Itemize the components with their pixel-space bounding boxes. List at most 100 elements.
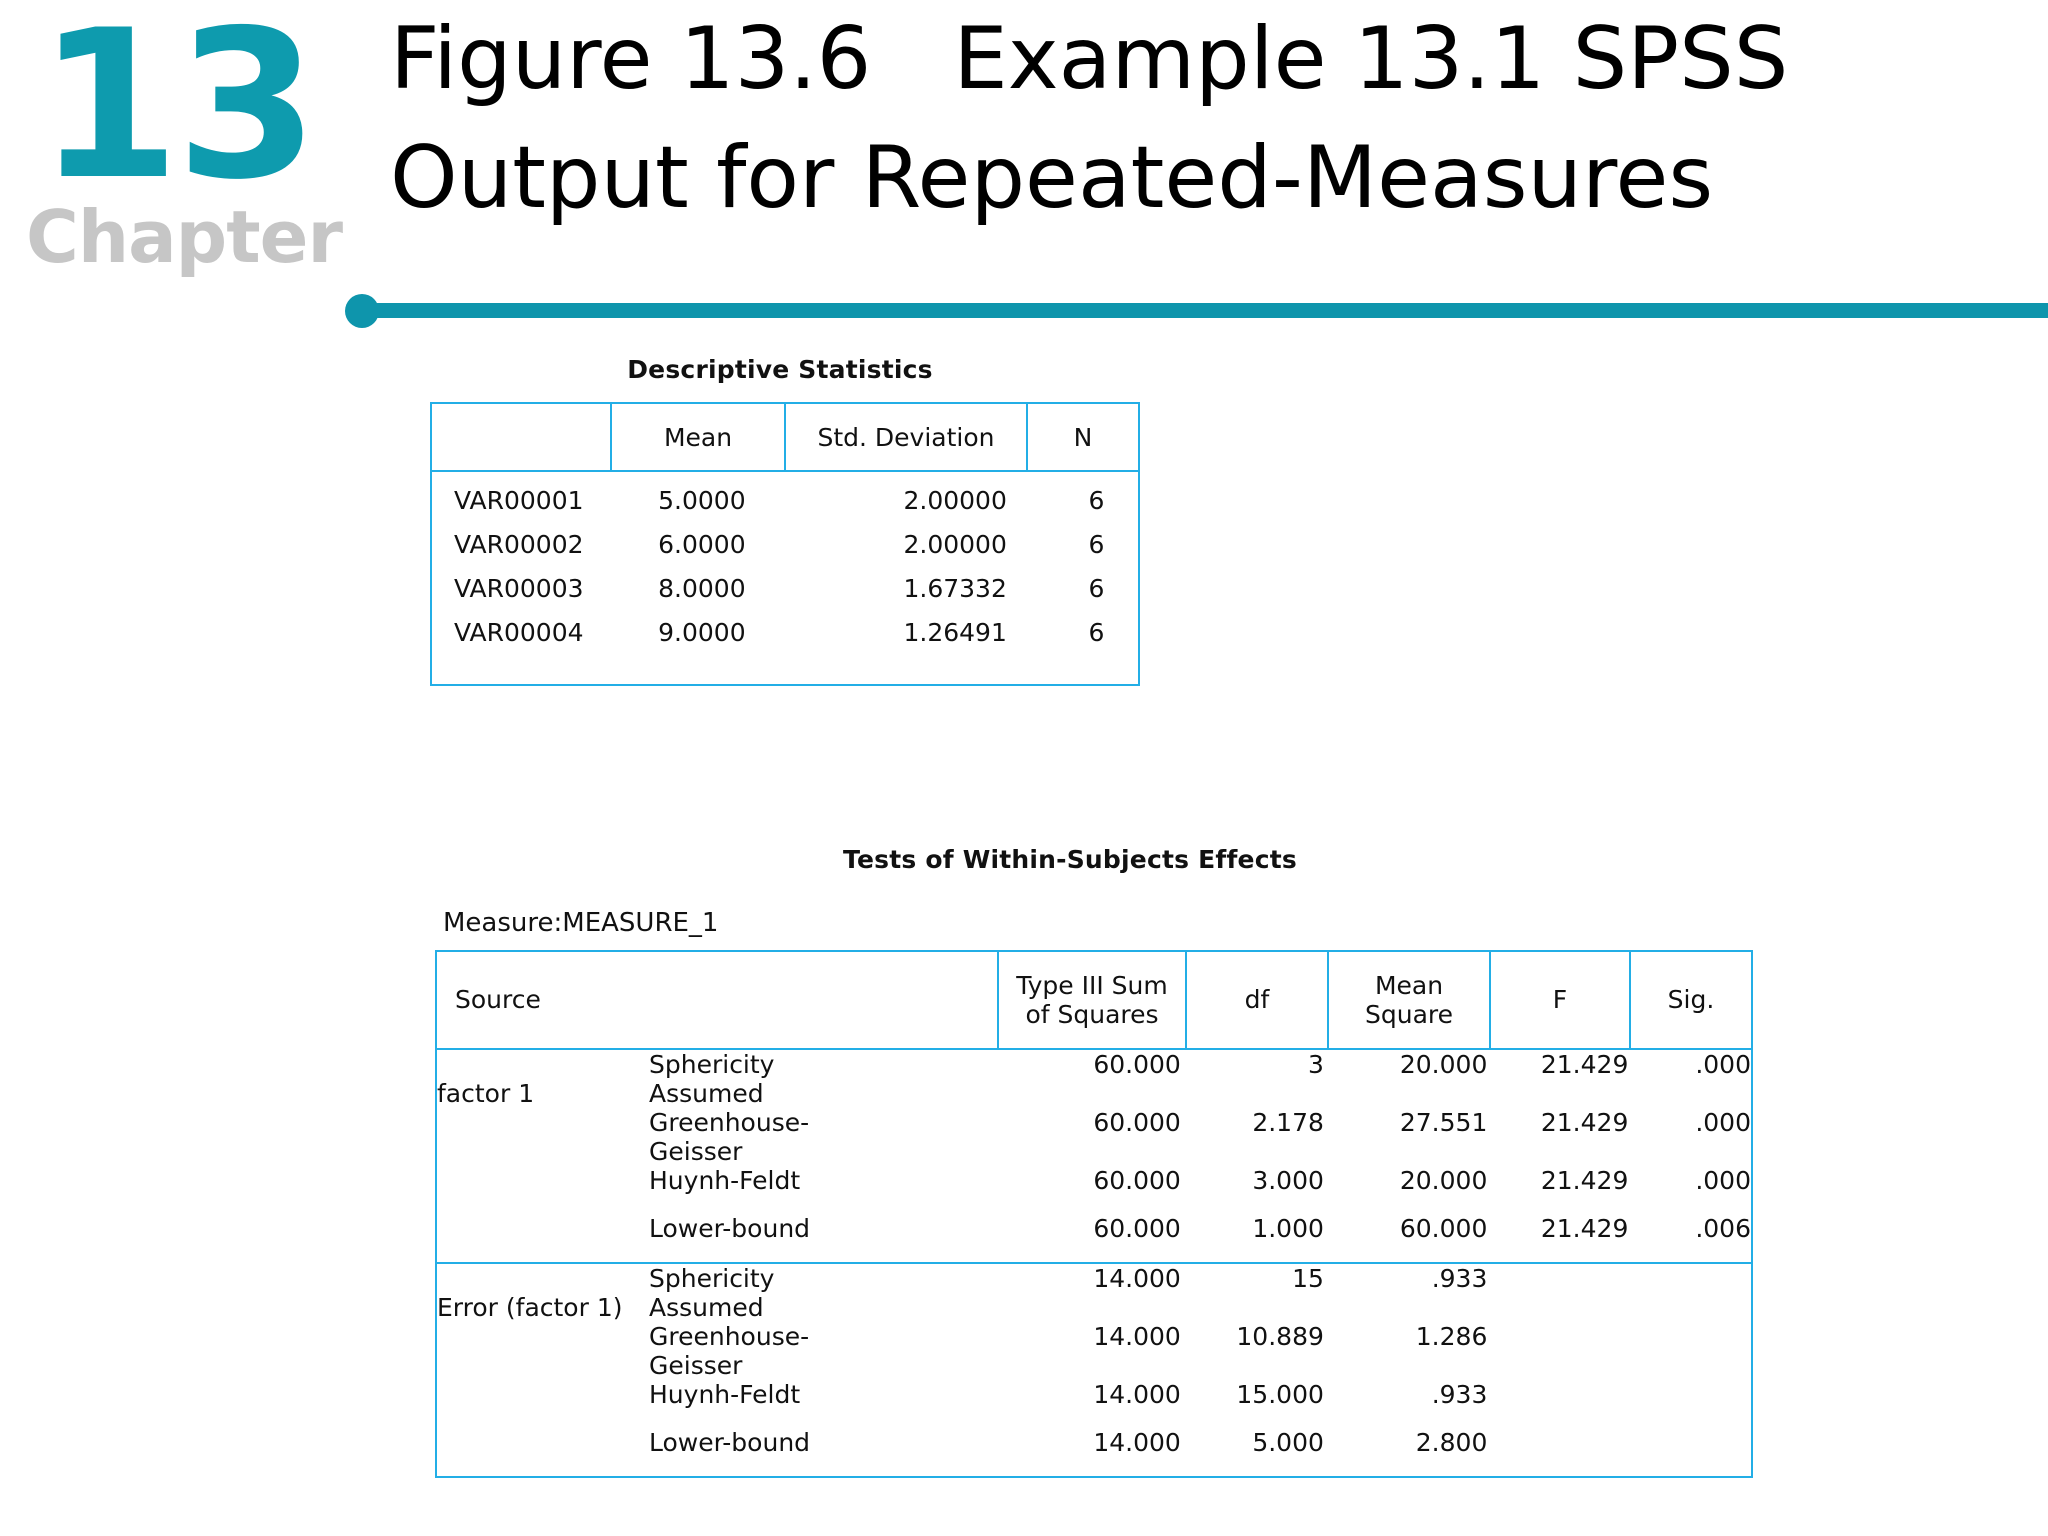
cell-source: Lower-bound bbox=[437, 1428, 991, 1476]
table-header-row: Mean Std. Deviation N bbox=[430, 402, 1140, 472]
cell-correction: Sphericity Assumed bbox=[649, 1264, 775, 1322]
table-body-row: factor 1Sphericity Assumed 60.000 3 20.0… bbox=[435, 1048, 1753, 1264]
cell-mean-square: .933 bbox=[1323, 1380, 1488, 1428]
cell-std-deviation: 1.26491 bbox=[805, 618, 1055, 662]
cell-mean: 9.0000 bbox=[618, 618, 806, 662]
cell-f bbox=[1487, 1322, 1629, 1380]
cell-source: Lower-bound bbox=[437, 1214, 991, 1262]
table-row: Lower-bound 60.000 1.000 60.000 21.429 .… bbox=[437, 1214, 1751, 1262]
column-header-variable bbox=[430, 402, 612, 472]
cell-mean-square: 20.000 bbox=[1323, 1050, 1488, 1108]
cell-std-deviation: 2.00000 bbox=[805, 486, 1055, 530]
slide-header: 13 Chapter Figure 13.6 Example 13.1 SPSS… bbox=[0, 0, 2048, 330]
divider-line bbox=[373, 303, 2048, 318]
cell-mean-square: 1.286 bbox=[1323, 1322, 1488, 1380]
cell-sig: .006 bbox=[1628, 1214, 1751, 1262]
cell-f bbox=[1487, 1264, 1629, 1322]
table-row: Huynh-Feldt 60.000 3.000 20.000 21.429 .… bbox=[437, 1166, 1751, 1214]
cell-mean-square: 20.000 bbox=[1323, 1166, 1488, 1214]
column-header-ms-line1: Mean bbox=[1374, 970, 1444, 1000]
cell-sum-of-squares: 60.000 bbox=[990, 1108, 1181, 1166]
cell-sum-of-squares: 14.000 bbox=[990, 1380, 1181, 1428]
group-name-label: Error (factor 1) bbox=[437, 1293, 623, 1322]
table-row: Error (factor 1) Sphericity Assumed 14.00… bbox=[437, 1264, 1751, 1322]
header-divider bbox=[345, 288, 2048, 328]
cell-sig bbox=[1628, 1322, 1751, 1380]
table-header-row: Source Type III Sum of Squares df Mean S… bbox=[435, 950, 1753, 1050]
column-header-type-iii-sum-of-squares: Type III Sum of Squares bbox=[997, 950, 1187, 1050]
cell-df: 3.000 bbox=[1180, 1166, 1324, 1214]
descriptive-statistics-body: VAR00001 5.0000 2.00000 6 VAR00002 6.000… bbox=[430, 470, 1140, 686]
cell-sum-of-squares: 60.000 bbox=[990, 1050, 1181, 1108]
descriptive-rows: VAR00001 5.0000 2.00000 6 VAR00002 6.000… bbox=[432, 486, 1138, 662]
cell-f: 21.429 bbox=[1487, 1166, 1629, 1214]
column-header-source: Source bbox=[435, 950, 999, 1050]
cell-correction: Greenhouse-Geisser bbox=[649, 1108, 810, 1166]
within-subjects-effects-table: Source Type III Sum of Squares df Mean S… bbox=[435, 950, 1753, 1478]
cell-sig bbox=[1628, 1264, 1751, 1322]
column-header-ss-line1: Type III Sum bbox=[1016, 970, 1168, 1000]
page-title: Figure 13.6 Example 13.1 SPSS Output for… bbox=[390, 9, 1816, 228]
group-rows: Error (factor 1) Sphericity Assumed 14.00… bbox=[437, 1264, 1751, 1476]
cell-correction: Sphericity Assumed bbox=[649, 1050, 775, 1108]
cell-sum-of-squares: 14.000 bbox=[990, 1264, 1181, 1322]
descriptive-statistics-block: Descriptive Statistics Mean Std. Deviati… bbox=[430, 355, 1140, 686]
cell-correction: Lower-bound bbox=[649, 1428, 811, 1457]
cell-df: 15.000 bbox=[1180, 1380, 1324, 1428]
column-header-std-deviation: Std. Deviation bbox=[784, 402, 1028, 472]
column-header-df: df bbox=[1185, 950, 1329, 1050]
cell-n: 6 bbox=[1054, 530, 1138, 574]
cell-n: 6 bbox=[1054, 574, 1138, 618]
cell-df: 1.000 bbox=[1180, 1214, 1324, 1262]
cell-sum-of-squares: 60.000 bbox=[990, 1214, 1181, 1262]
chapter-number: 13 bbox=[37, 0, 318, 225]
cell-sig: .000 bbox=[1628, 1108, 1751, 1166]
measure-label: Measure:MEASURE_1 bbox=[443, 908, 719, 938]
cell-sum-of-squares: 14.000 bbox=[990, 1322, 1181, 1380]
cell-sum-of-squares: 14.000 bbox=[990, 1428, 1181, 1476]
cell-correction: Huynh-Feldt bbox=[649, 1166, 801, 1195]
cell-correction: Greenhouse-Geisser bbox=[649, 1322, 810, 1380]
column-header-ms-line2: Square bbox=[1364, 1000, 1453, 1029]
cell-f bbox=[1487, 1380, 1629, 1428]
table-row: Greenhouse-Geisser 60.000 2.178 27.551 2… bbox=[437, 1108, 1751, 1166]
spss-output-region: Descriptive Statistics Mean Std. Deviati… bbox=[0, 340, 2048, 1536]
cell-variable: VAR00003 bbox=[432, 574, 619, 618]
cell-source: Error (factor 1) Sphericity Assumed bbox=[437, 1264, 991, 1322]
cell-source: Greenhouse-Geisser bbox=[437, 1322, 991, 1380]
cell-f: 21.429 bbox=[1487, 1050, 1629, 1108]
group-rows: factor 1Sphericity Assumed 60.000 3 20.0… bbox=[437, 1050, 1751, 1262]
table-row: VAR00004 9.0000 1.26491 6 bbox=[432, 618, 1138, 662]
cell-correction: Lower-bound bbox=[649, 1214, 811, 1243]
cell-df: 5.000 bbox=[1180, 1428, 1324, 1476]
group-factor-1: factor 1Sphericity Assumed 60.000 3 20.0… bbox=[435, 1048, 1753, 1264]
table-row: factor 1Sphericity Assumed 60.000 3 20.0… bbox=[437, 1050, 1751, 1108]
within-subjects-effects-block: Tests of Within-Subjects Effects Measure… bbox=[435, 845, 1753, 1478]
cell-correction: Huynh-Feldt bbox=[649, 1380, 801, 1409]
cell-df: 15 bbox=[1180, 1264, 1324, 1322]
table-row: VAR00003 8.0000 1.67332 6 bbox=[432, 574, 1138, 618]
cell-f: 21.429 bbox=[1487, 1108, 1629, 1166]
cell-sig bbox=[1628, 1380, 1751, 1428]
within-subjects-effects-caption: Tests of Within-Subjects Effects bbox=[843, 845, 1297, 874]
cell-df: 2.178 bbox=[1180, 1108, 1324, 1166]
cell-source: Huynh-Feldt bbox=[437, 1166, 991, 1214]
table-body-row: VAR00001 5.0000 2.00000 6 VAR00002 6.000… bbox=[430, 470, 1140, 686]
column-header-ss-line2: of Squares bbox=[1025, 1000, 1159, 1029]
cell-sig: .000 bbox=[1628, 1050, 1751, 1108]
cell-n: 6 bbox=[1054, 486, 1138, 530]
table-row: VAR00002 6.0000 2.00000 6 bbox=[432, 530, 1138, 574]
cell-mean: 6.0000 bbox=[618, 530, 806, 574]
cell-source: Greenhouse-Geisser bbox=[437, 1108, 991, 1166]
table-row: VAR00001 5.0000 2.00000 6 bbox=[432, 486, 1138, 530]
group-name-label: factor 1 bbox=[437, 1079, 535, 1108]
table-row: Greenhouse-Geisser 14.000 10.889 1.286 bbox=[437, 1322, 1751, 1380]
cell-mean-square: 27.551 bbox=[1323, 1108, 1488, 1166]
group-error-factor-1: Error (factor 1) Sphericity Assumed 14.00… bbox=[435, 1262, 1753, 1478]
cell-mean-square: 2.800 bbox=[1323, 1428, 1488, 1476]
cell-std-deviation: 2.00000 bbox=[805, 530, 1055, 574]
column-header-mean-square: Mean Square bbox=[1327, 950, 1491, 1050]
table-row: Huynh-Feldt 14.000 15.000 .933 bbox=[437, 1380, 1751, 1428]
cell-source: Huynh-Feldt bbox=[437, 1380, 991, 1428]
cell-sig bbox=[1628, 1428, 1751, 1476]
